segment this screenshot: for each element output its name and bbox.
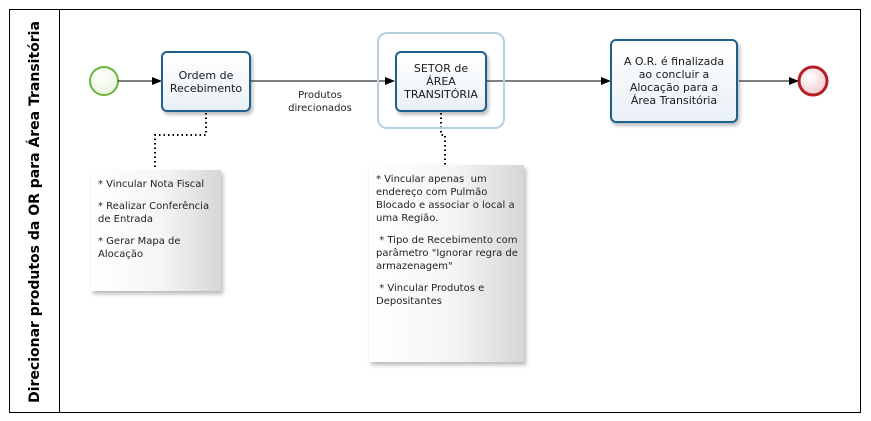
note-line: * Vincular Nota Fiscal [98, 179, 205, 190]
start-event [89, 66, 119, 96]
note-line: * Realizar Conferência de Entrada [98, 201, 213, 225]
task-label: SETOR de ÁREA TRANSITÓRIA [404, 62, 478, 101]
flow-label-produtos-direcionados: Produtos direcionados [288, 90, 352, 114]
task-label: A O.R. é finalizada ao concluir a Alocaç… [623, 55, 725, 107]
lane-header [9, 9, 60, 413]
association-center-note [440, 113, 446, 165]
annotation-note-ordem: * Vincular Nota Fiscal * Realizar Confer… [91, 170, 221, 291]
pool [9, 9, 861, 413]
task-ordem-de-recebimento[interactable]: Ordem de Recebimento [161, 51, 251, 112]
task-group-highlight [377, 32, 505, 129]
end-event [797, 65, 829, 97]
annotation-note-setor: * Vincular apenas um endereço com Pulmão… [369, 165, 524, 362]
task-or-finalizada[interactable]: A O.R. é finalizada ao concluir a Alocaç… [610, 39, 738, 123]
note-line: * Vincular Produtos e Depositantes [376, 283, 488, 307]
note-line: * Tipo de Recebimento com parâmetro "Ign… [376, 235, 522, 272]
task-setor-area-transitoria[interactable]: SETOR de ÁREA TRANSITÓRIA [395, 51, 487, 112]
association-left-note [154, 113, 207, 170]
note-line: * Gerar Mapa de Alocação [98, 236, 184, 260]
task-label: Ordem de Recebimento [169, 68, 243, 95]
note-line: * Vincular apenas um endereço com Pulmão… [376, 174, 518, 224]
